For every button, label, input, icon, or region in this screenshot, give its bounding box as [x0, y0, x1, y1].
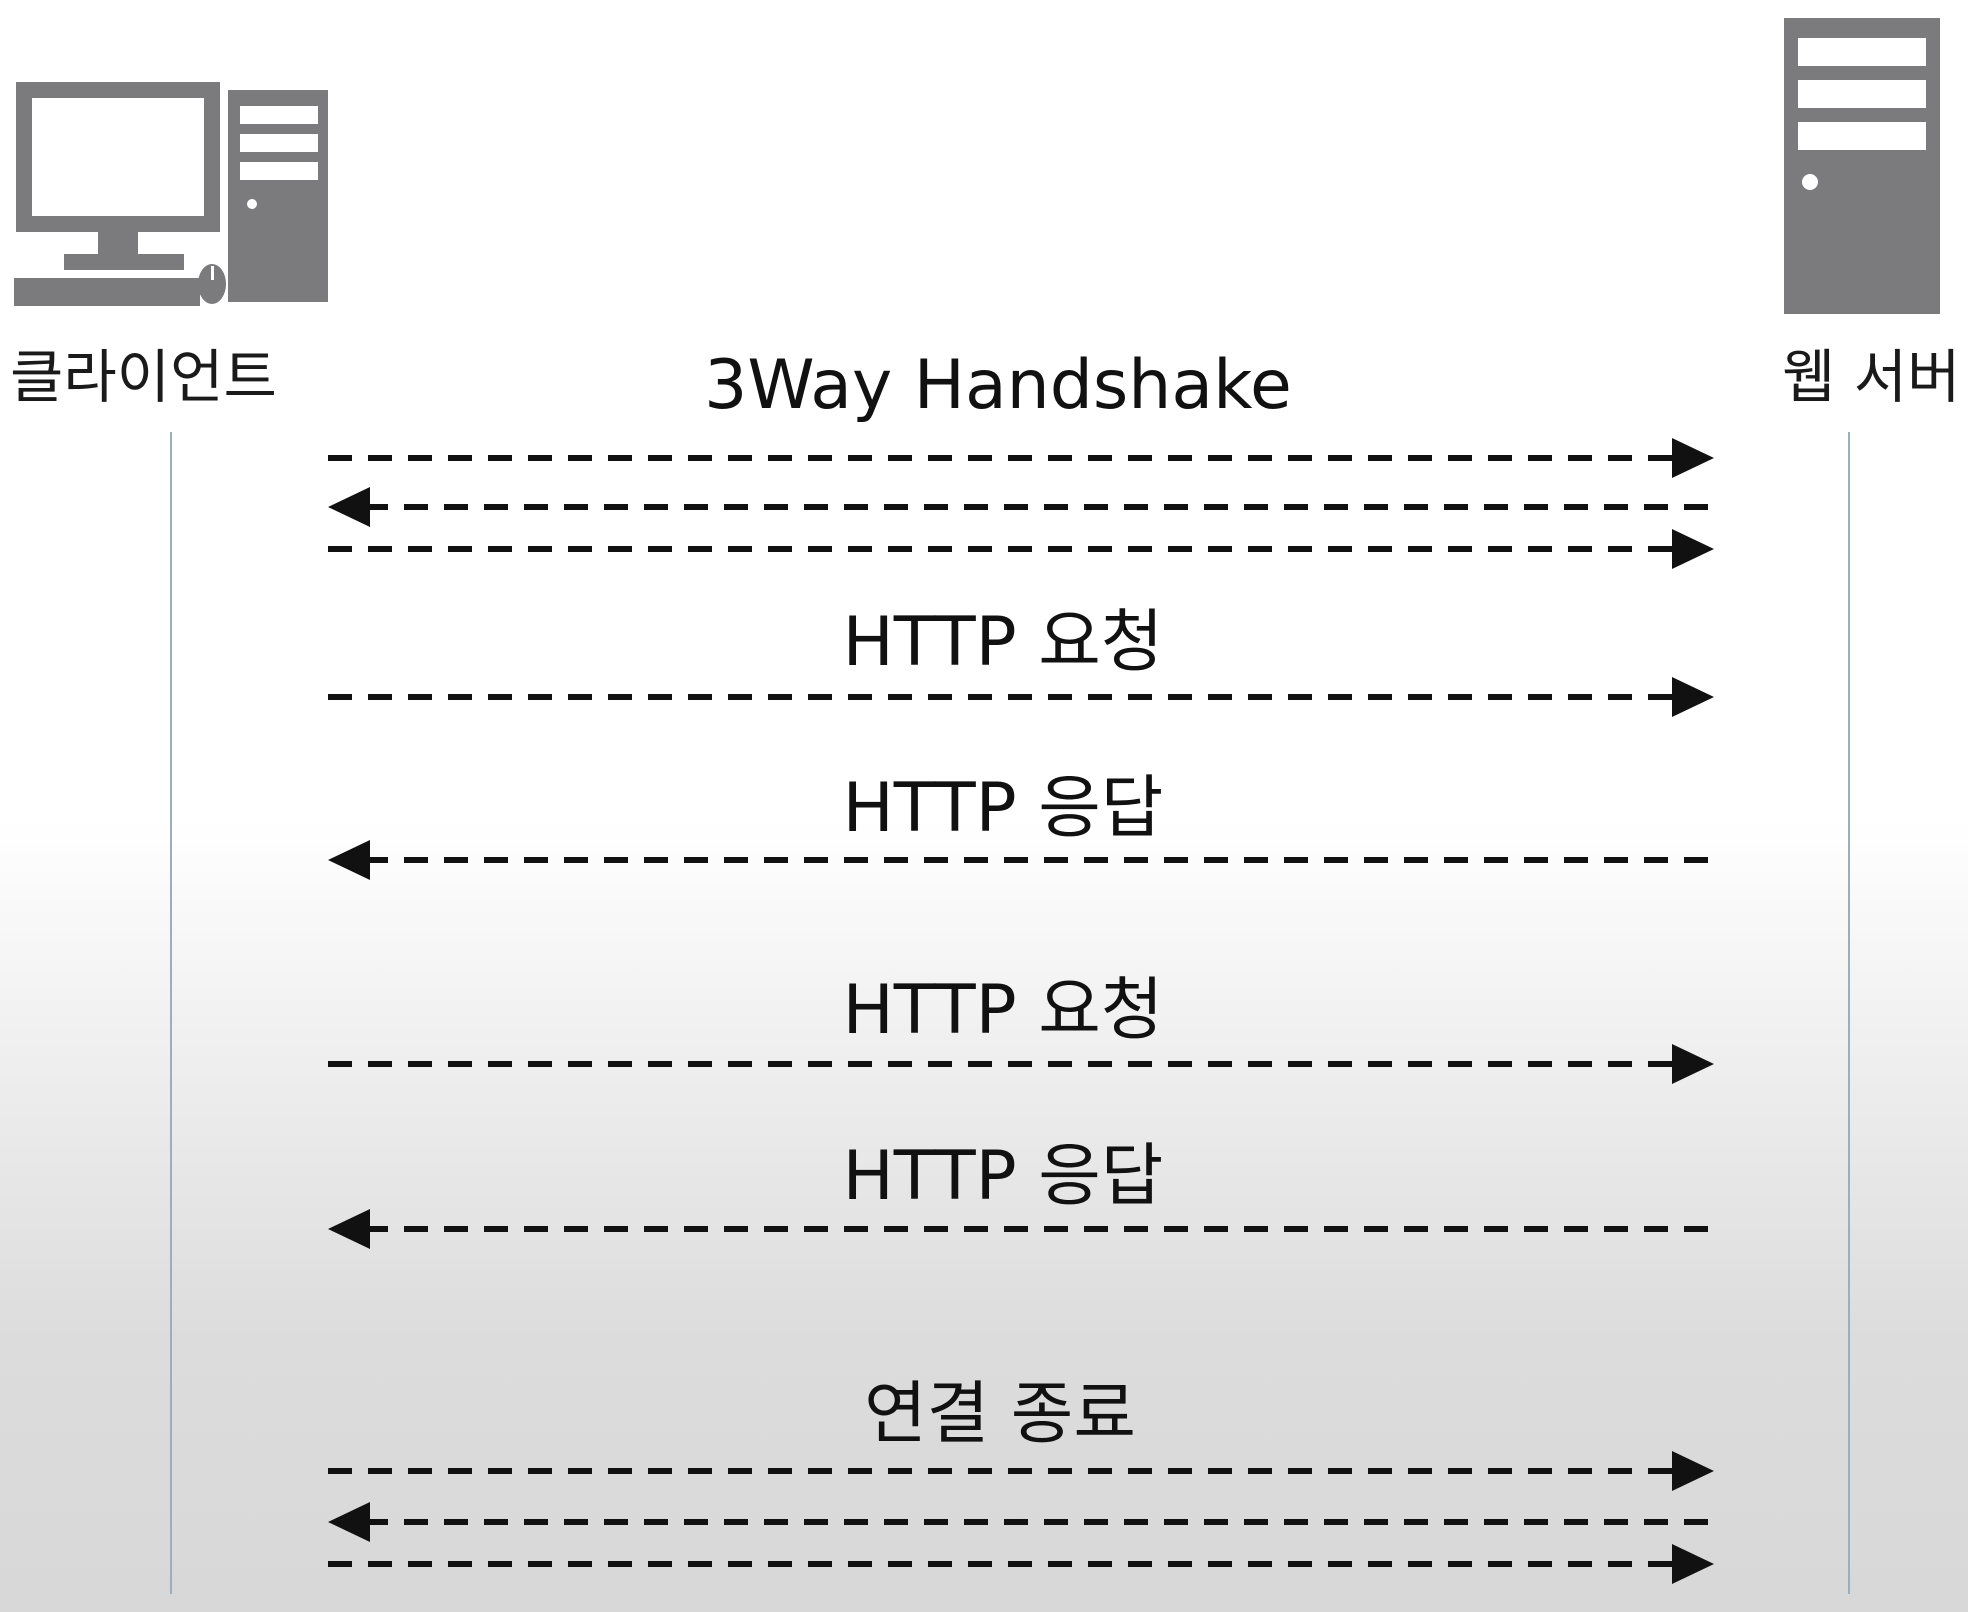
- client-label: 클라이언트: [10, 343, 277, 411]
- arrow-head-7: [328, 1209, 370, 1249]
- handshake-label: 3Way Handshake: [704, 346, 1292, 425]
- server-tower-icon: [1784, 18, 1940, 314]
- arrow-head-2: [328, 487, 370, 527]
- http-response-label-1: HTTP 응답: [842, 769, 1164, 848]
- arrow-head-6: [1672, 1044, 1714, 1084]
- desktop-computer-icon: [14, 82, 328, 306]
- arrow-head-10: [1672, 1544, 1714, 1584]
- http-response-label-2: HTTP 응답: [842, 1137, 1164, 1216]
- arrow-head-9: [328, 1502, 370, 1542]
- arrow-head-5: [328, 840, 370, 880]
- server-label: 웹 서버: [1782, 343, 1961, 411]
- client-lifeline: [170, 432, 172, 1594]
- server-lifeline: [1848, 432, 1850, 1594]
- arrow-head-3: [1672, 529, 1714, 569]
- arrow-head-1: [1672, 438, 1714, 478]
- connection-close-label: 연결 종료: [864, 1375, 1136, 1454]
- http-request-label-2: HTTP 요청: [842, 971, 1164, 1050]
- http-request-label-1: HTTP 요청: [842, 603, 1164, 682]
- arrow-head-8: [1672, 1451, 1714, 1491]
- arrow-head-4: [1672, 677, 1714, 717]
